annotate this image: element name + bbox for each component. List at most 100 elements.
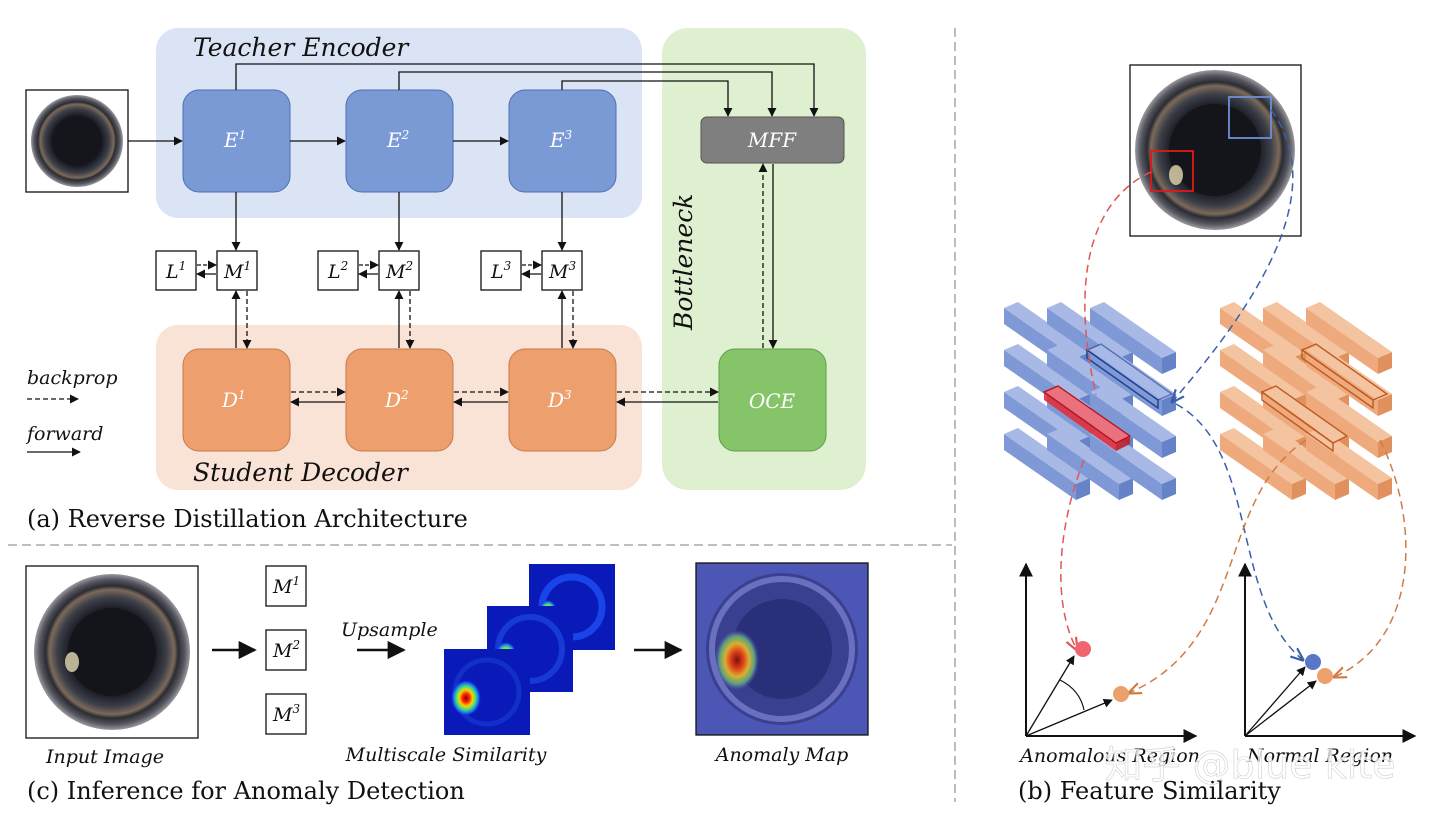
feature-bar [1090, 392, 1162, 458]
similarity-node-1: M1 [216, 250, 258, 291]
feature-bar [1263, 428, 1349, 484]
anomaly-map [695, 562, 869, 736]
loss-node-3: L3 [480, 250, 522, 291]
normal-teacher-dot [1305, 654, 1321, 670]
teacher-encoder-title: Teacher Encoder [193, 33, 410, 62]
svg-text:D3: D3 [547, 388, 572, 412]
anomalous-feature-highlight [1042, 385, 1132, 451]
student-decoder-title: Student Decoder [193, 458, 410, 487]
panel-a-caption: (a) Reverse Distillation Architecture [27, 505, 468, 533]
anomalous-patch-box [1150, 150, 1194, 192]
watermark: 知乎 @blue kite [1104, 743, 1395, 787]
svg-text:M1: M1 [272, 574, 300, 598]
feature-bar [1335, 478, 1349, 500]
svg-text:M1: M1 [223, 259, 251, 283]
map-node-2: M2 [265, 629, 307, 671]
svg-text:E1: E1 [223, 128, 246, 152]
multiscale-label: Multiscale Similarity [345, 744, 547, 766]
feature-bar [1306, 386, 1392, 442]
panel-c-caption: (c) Inference for Anomaly Detection [27, 777, 465, 805]
svg-text:M3: M3 [272, 702, 300, 726]
svg-text:forward: forward [25, 423, 103, 445]
anomalous-region-plot: Anomalous Region [1018, 562, 1200, 767]
svg-text:M3: M3 [548, 259, 576, 283]
feature-bar [1263, 302, 1349, 358]
feature-bar [1090, 308, 1162, 374]
feature-bar [1047, 428, 1133, 484]
svg-text:backprop: backprop [27, 367, 118, 389]
svg-text:MFF: MFF [747, 128, 797, 152]
normal-region-plot: Normal Region [1238, 562, 1417, 767]
loss-node-2: L2 [317, 250, 359, 291]
feature-bar [1378, 478, 1392, 500]
feature-bar [1004, 386, 1090, 442]
svg-text:M2: M2 [385, 259, 413, 283]
feature-bar [1090, 350, 1162, 416]
feature-bar [1306, 302, 1392, 358]
upsample-label: Upsample [341, 619, 438, 641]
encoder-block-1: E1 [182, 89, 291, 193]
encoder-block-3: E3 [508, 89, 617, 193]
feature-bar [1220, 386, 1306, 442]
feature-bar [1004, 434, 1076, 500]
feature-bar [1220, 302, 1306, 358]
feature-bar [1090, 386, 1176, 442]
feature-bar [1090, 434, 1162, 500]
feature-bar [1162, 352, 1176, 374]
feature-bar [1306, 428, 1392, 484]
input-image-label: Input Image [45, 746, 164, 768]
similarity-node-2: M2 [378, 250, 420, 291]
loss-node-1: L1 [155, 250, 197, 291]
feature-bar [1220, 344, 1306, 400]
anomalous-region-label: Anomalous Region [1018, 745, 1200, 767]
panel-b-feature-similarity: Anomalous Region Normal Region 知乎 @blue … [1004, 64, 1417, 805]
panel-b-caption: (b) Feature Similarity [1018, 777, 1281, 805]
normal-region-label: Normal Region [1246, 745, 1393, 767]
svg-text:M2: M2 [272, 638, 300, 662]
legend: backprop forward [25, 367, 118, 457]
svg-text:L1: L1 [165, 259, 186, 283]
feature-bar [1047, 434, 1119, 500]
feature-bar [1306, 308, 1378, 374]
feature-bar [1162, 478, 1176, 500]
svg-text:D1: D1 [221, 388, 246, 412]
decoder-block-1: D1 [182, 348, 291, 452]
oce-block: OCE [718, 348, 827, 452]
feature-bar [1220, 428, 1306, 484]
feature-bar [1119, 478, 1133, 500]
heatmap-scale-1 [444, 649, 530, 735]
svg-text:L3: L3 [490, 259, 512, 283]
feature-image [1129, 64, 1302, 237]
input-image-thumbnail [25, 89, 129, 193]
svg-text:OCE: OCE [749, 389, 796, 413]
normal-student-dot [1317, 668, 1333, 684]
anomaly-map-label: Anomaly Map [714, 744, 849, 766]
similarity-node-3: M3 [541, 250, 583, 291]
anomalous-teacher-dot [1075, 641, 1091, 657]
feature-bar [1004, 344, 1090, 400]
svg-text:D2: D2 [384, 388, 409, 412]
feature-bar [1047, 344, 1133, 400]
feature-bar [1090, 302, 1176, 358]
feature-bar [1292, 478, 1306, 500]
mff-block: MFF [700, 116, 845, 164]
feature-bar [1263, 344, 1349, 400]
inference-input-image [25, 565, 199, 739]
feature-bar [1263, 434, 1335, 500]
student-feature-grid [1220, 302, 1392, 500]
feature-bar [1220, 434, 1292, 500]
map-node-1: M1 [265, 565, 307, 607]
decoder-block-3: D3 [508, 348, 617, 452]
feature-bar [1378, 394, 1392, 416]
bottleneck-title: Bottleneck [669, 194, 698, 331]
feature-bar [1306, 344, 1392, 400]
teacher-feature-grid [1004, 302, 1176, 500]
svg-text:E2: E2 [386, 128, 409, 152]
encoder-block-2: E2 [345, 89, 454, 193]
decoder-block-2: D2 [345, 348, 454, 452]
normal-feature-highlight-student [1260, 343, 1389, 453]
feature-bar [1306, 434, 1378, 500]
feature-bar [1004, 302, 1090, 358]
feature-bar [1306, 392, 1378, 458]
